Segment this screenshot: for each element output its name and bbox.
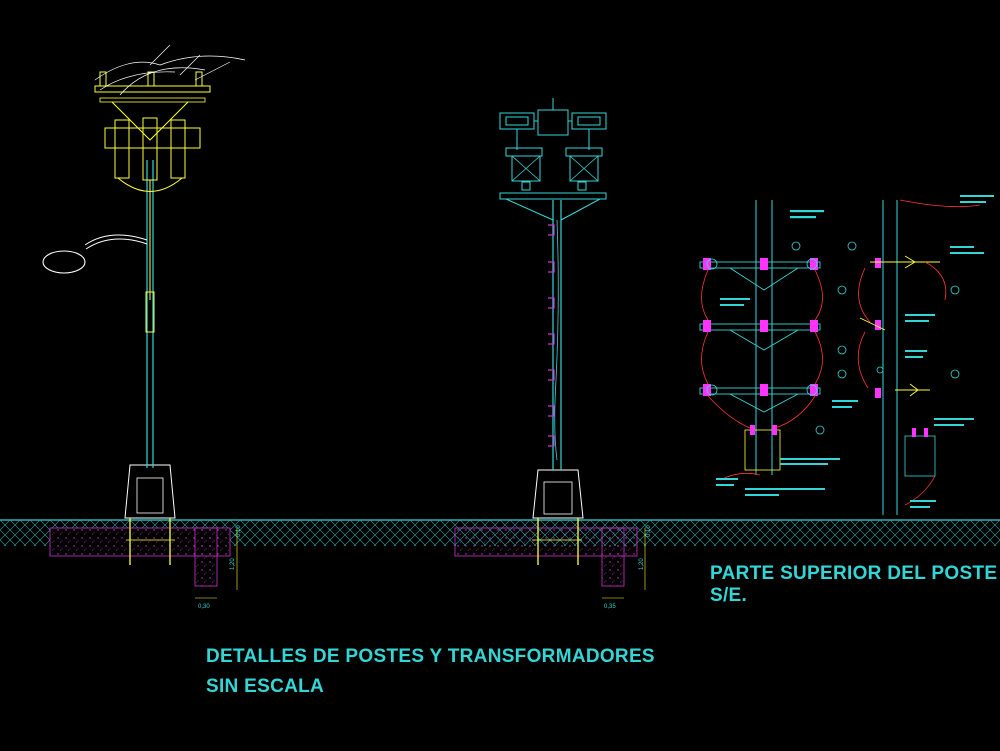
pole-lighting-middle [454,98,638,587]
pole-top-detail-1 [699,200,858,496]
side-title: PARTE SUPERIOR DEL POSTE [710,563,998,584]
pole-top-detail-2 [847,195,994,515]
dim-mid-depth: 1,20 [639,558,645,570]
main-title: DETALLES DE POSTES Y TRANSFORMADORES [206,646,655,667]
dim-left-width: 0,30 [198,604,210,610]
pole-transformer-left [42,44,246,587]
dim-left-above: 0,10 [236,525,242,537]
dimension-left [195,528,238,599]
dim-mid-width: 0,35 [604,604,616,610]
dim-left-depth: 1,20 [230,558,236,570]
dimension-middle [602,528,646,599]
dim-mid-above: 0,10 [646,525,652,537]
main-subtitle: SIN ESCALA [206,676,325,697]
foundation-left [49,464,231,587]
foundation-middle [454,469,638,587]
streetlight-lamp-icon [42,250,86,274]
side-subtitle: S/E. [710,585,748,606]
